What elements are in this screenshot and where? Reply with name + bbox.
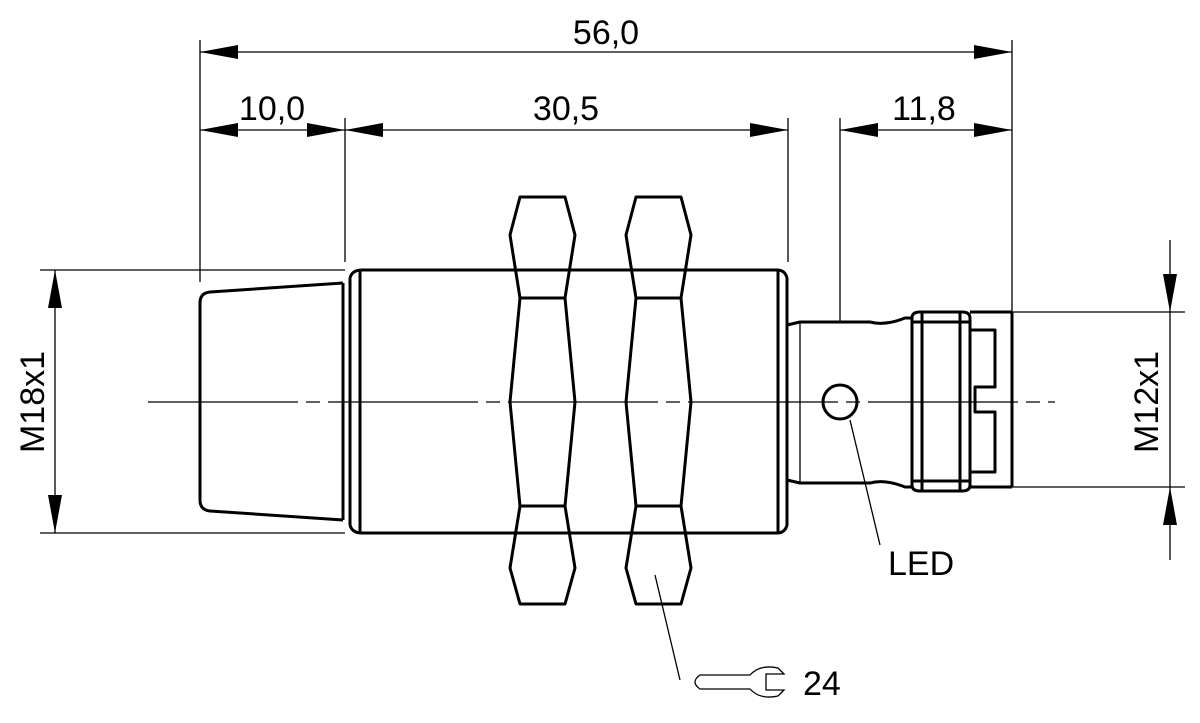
overall-length-label: 56,0 [573, 14, 639, 52]
dimension-thread-length: 30,5 [345, 90, 788, 137]
thread-length-label: 30,5 [533, 90, 599, 128]
body-thread-label: M18x1 [14, 351, 52, 453]
led-callout: LED [849, 419, 954, 583]
front-cap-length-label: 10,0 [239, 90, 305, 128]
m12-connector [910, 310, 1014, 493]
led-indicator [821, 383, 859, 421]
wrench-size-label: 24 [803, 665, 841, 703]
dimension-connector-thread: M12x1 [1128, 240, 1177, 560]
dimension-overall-length: 56,0 [200, 14, 1012, 59]
connector-neck [786, 316, 912, 489]
connector-thread-label: M12x1 [1128, 351, 1166, 453]
wrench-icon [694, 666, 786, 698]
connector-length-label: 11,8 [892, 90, 956, 128]
wrench-callout: 24 [654, 574, 841, 703]
hex-nut-2 [624, 195, 693, 606]
extension-lines [40, 40, 1185, 534]
hex-nut-1 [508, 195, 577, 606]
sensor-front-cap [198, 281, 344, 522]
led-label: LED [888, 545, 954, 583]
dimension-connector-length: 11,8 [840, 90, 1012, 137]
sensor-threaded-body [341, 268, 789, 535]
dimension-front-cap: 10,0 [200, 90, 345, 137]
dimension-body-thread: M18x1 [14, 270, 62, 533]
